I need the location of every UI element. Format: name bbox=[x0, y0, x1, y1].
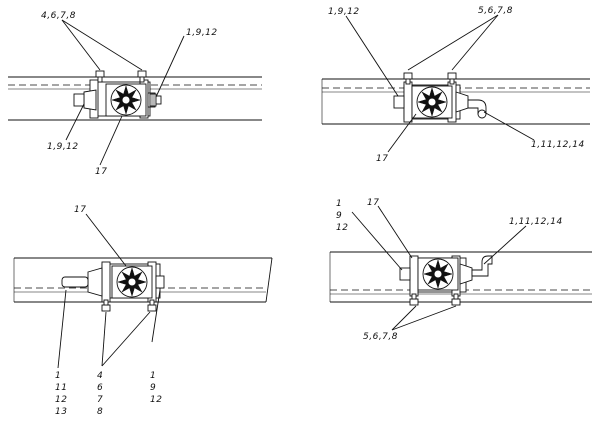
label-part-17: 17 bbox=[367, 198, 379, 208]
frame-rail-bottom-right bbox=[329, 251, 592, 303]
callout-lines-bottom-right bbox=[351, 205, 527, 331]
label-line: 1 bbox=[336, 199, 342, 209]
view-bottom-right: 1 9 12 17 1,11,12,14 5,6,7,8 bbox=[329, 198, 592, 342]
label-part-17: 17 bbox=[95, 167, 107, 177]
callout-lines-bottom-left bbox=[57, 213, 161, 369]
label-line: 11 bbox=[55, 383, 67, 393]
label-parts-1-9-12-right: 1,9,12 bbox=[186, 28, 218, 38]
label-stack-1-9-12: 1 9 12 bbox=[150, 371, 162, 405]
label-line: 12 bbox=[55, 395, 67, 405]
label-line: 9 bbox=[336, 211, 342, 221]
label-line: 1 bbox=[150, 371, 156, 381]
label-parts-1-9-12: 1,9,12 bbox=[328, 7, 360, 17]
label-line: 12 bbox=[150, 395, 162, 405]
label-parts-1-9-12-left: 1,9,12 bbox=[47, 142, 79, 152]
label-line: 7 bbox=[97, 395, 103, 405]
label-parts-1-11-12-14: 1,11,12,14 bbox=[509, 217, 563, 227]
view-top-right: 1,9,12 5,6,7,8 17 1,11,12,14 bbox=[321, 6, 590, 164]
label-part-17: 17 bbox=[376, 154, 388, 164]
pump-assembly-bottom-left bbox=[61, 261, 165, 312]
label-line: 13 bbox=[55, 407, 67, 417]
label-part-17: 17 bbox=[74, 205, 86, 215]
pump-assembly-top-right bbox=[393, 72, 487, 123]
label-parts-4-6-7-8: 4,6,7,8 bbox=[41, 11, 76, 21]
label-parts-5-6-7-8: 5,6,7,8 bbox=[363, 332, 398, 342]
view-top-left: 4,6,7,8 1,9,12 1,9,12 17 bbox=[8, 11, 262, 177]
pump-assembly-bottom-right bbox=[399, 255, 493, 306]
label-line: 9 bbox=[150, 383, 156, 393]
label-line: 6 bbox=[97, 383, 103, 393]
label-parts-1-11-12-14: 1,11,12,14 bbox=[531, 140, 585, 150]
label-line: 12 bbox=[336, 223, 348, 233]
label-line: 4 bbox=[97, 371, 103, 381]
label-stack-1-11-12-13: 1 11 12 13 bbox=[55, 371, 67, 417]
label-stack-1-9-12: 1 9 12 bbox=[336, 199, 348, 233]
view-bottom-left: 17 1 11 12 13 4 6 7 8 1 9 12 bbox=[13, 205, 273, 417]
label-line: 1 bbox=[55, 371, 61, 381]
label-line: 8 bbox=[97, 407, 103, 417]
callout-lines-top-left bbox=[61, 19, 185, 166]
label-stack-4-6-7-8: 4 6 7 8 bbox=[97, 371, 103, 417]
callout-lines-top-right bbox=[345, 14, 535, 153]
label-parts-5-6-7-8: 5,6,7,8 bbox=[478, 6, 513, 16]
pump-assembly-top-left bbox=[73, 70, 162, 119]
